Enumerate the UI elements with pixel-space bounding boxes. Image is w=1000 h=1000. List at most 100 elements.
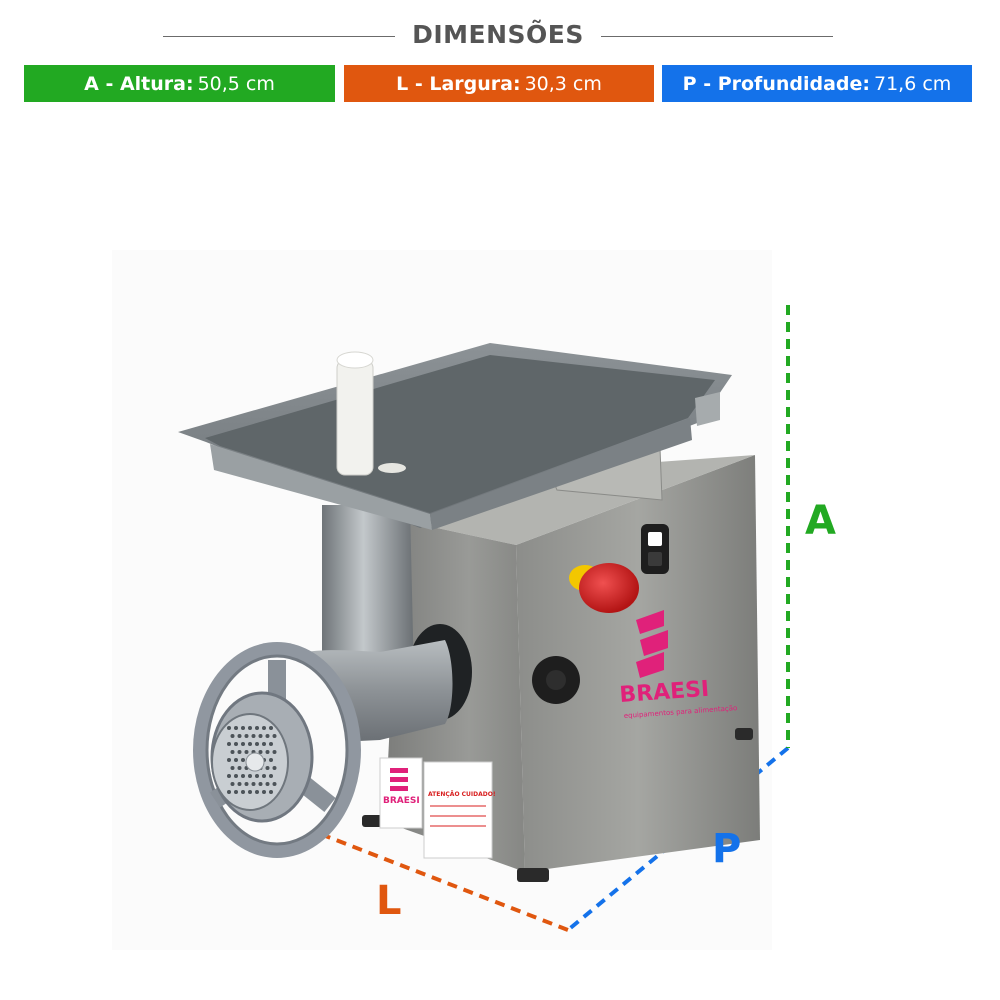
plate-hole <box>237 734 242 738</box>
plate-hole <box>244 750 249 754</box>
brand-name: BRAESI <box>619 677 710 708</box>
plate-hole <box>234 774 238 778</box>
depth-value: 71,6 cm <box>874 72 952 95</box>
plate-hole <box>227 742 231 746</box>
depth-badge: P - Profundidade: 71,6 cm <box>662 65 972 102</box>
tray-side-wall <box>430 418 692 530</box>
plate-hole <box>255 774 259 778</box>
food-pusher-top <box>336 351 374 369</box>
depth-label: P - Profundidade: <box>682 72 870 95</box>
plate-hole <box>244 782 249 786</box>
plate-hole <box>272 766 277 770</box>
sticker-logo-icon <box>390 768 408 791</box>
food-pusher[interactable] <box>336 359 374 476</box>
plate-hole <box>237 750 242 754</box>
plate-hole <box>230 734 235 738</box>
handwheel-spoke-right <box>299 777 336 813</box>
handwheel-inner-edge <box>205 654 349 846</box>
plate-hole <box>227 790 231 794</box>
power-switch-icon[interactable] <box>641 524 669 574</box>
plate-hole <box>272 734 277 738</box>
plate-hole <box>251 734 256 738</box>
plate-hole <box>248 774 252 778</box>
feed-opening <box>378 463 406 473</box>
plate-hole <box>248 790 252 794</box>
plate-hole <box>230 766 235 770</box>
plate-hole <box>258 750 263 754</box>
plate-hole <box>269 726 273 730</box>
plate-hole <box>230 750 235 754</box>
plate-hole <box>272 782 277 786</box>
emergency-stop-icon[interactable] <box>579 563 639 613</box>
width-axis-letter: L <box>376 878 402 924</box>
width-dimension-line <box>304 826 569 932</box>
power-switch-on <box>648 532 662 546</box>
tray-basin <box>205 355 715 513</box>
foot-back <box>735 728 753 740</box>
tray-front-wall <box>210 444 432 530</box>
plate-hole <box>269 742 273 746</box>
width-value: 30,3 cm <box>524 72 602 95</box>
plate-hole <box>262 774 266 778</box>
plate-hole <box>258 782 263 786</box>
plate-hole <box>234 742 238 746</box>
plate-hole <box>241 726 245 730</box>
plate-hole <box>241 758 245 762</box>
plate-hole <box>262 726 266 730</box>
plate-hole <box>237 782 242 786</box>
height-label: A - Altura: <box>84 72 194 95</box>
header-divider-right <box>601 36 833 37</box>
plate-hole <box>265 734 270 738</box>
brand-logo-icon <box>636 610 668 678</box>
front-sticker-warning <box>423 761 493 859</box>
plate-hole <box>227 774 231 778</box>
plate-hole <box>269 774 273 778</box>
plate-hole <box>244 734 249 738</box>
plate-hole <box>255 742 259 746</box>
height-value: 50,5 cm <box>197 72 275 95</box>
depth-axis-letter: P <box>712 826 741 872</box>
plate-hole <box>255 790 259 794</box>
plate-hole <box>255 726 259 730</box>
feed-tube <box>322 505 414 680</box>
tray-clip <box>695 392 720 426</box>
grinding-plate-center <box>245 752 265 772</box>
side-knob-center <box>546 670 566 690</box>
plate-hole <box>265 782 270 786</box>
plate-hole <box>265 750 270 754</box>
width-badge: L - Largura: 30,3 cm <box>344 65 654 102</box>
plate-hole <box>269 758 273 762</box>
plate-hole <box>265 766 270 770</box>
dimensions-header: DIMENSÕES <box>0 18 1000 58</box>
plate-hole <box>272 750 277 754</box>
plate-hole <box>251 782 256 786</box>
plate-hole <box>234 790 238 794</box>
dimension-badges: A - Altura: 50,5 cm L - Largura: 30,3 cm… <box>24 65 974 102</box>
plate-hole <box>241 742 245 746</box>
header-divider-left <box>163 36 395 37</box>
foot-front-right <box>517 868 549 882</box>
height-badge: A - Altura: 50,5 cm <box>24 65 335 102</box>
page-title: DIMENSÕES <box>412 20 584 49</box>
plate-hole <box>258 734 263 738</box>
height-axis-letter: A <box>805 498 836 544</box>
width-label: L - Largura: <box>396 72 521 95</box>
plate-hole <box>248 742 252 746</box>
plate-hole <box>230 782 235 786</box>
plate-hole <box>269 790 273 794</box>
sticker-brand-name: BRAESI <box>383 796 420 806</box>
power-switch-off <box>648 552 662 566</box>
plate-hole <box>241 790 245 794</box>
plate-hole <box>234 758 238 762</box>
plate-hole <box>248 726 252 730</box>
plate-hole <box>237 766 242 770</box>
warning-text: ATENÇÃO CUIDADO! <box>428 791 496 798</box>
plate-hole <box>241 774 245 778</box>
plate-hole <box>262 790 266 794</box>
plate-hole <box>262 742 266 746</box>
plate-hole <box>234 726 238 730</box>
plate-hole <box>227 726 231 730</box>
housing-top <box>400 455 755 545</box>
plate-hole <box>227 758 231 762</box>
